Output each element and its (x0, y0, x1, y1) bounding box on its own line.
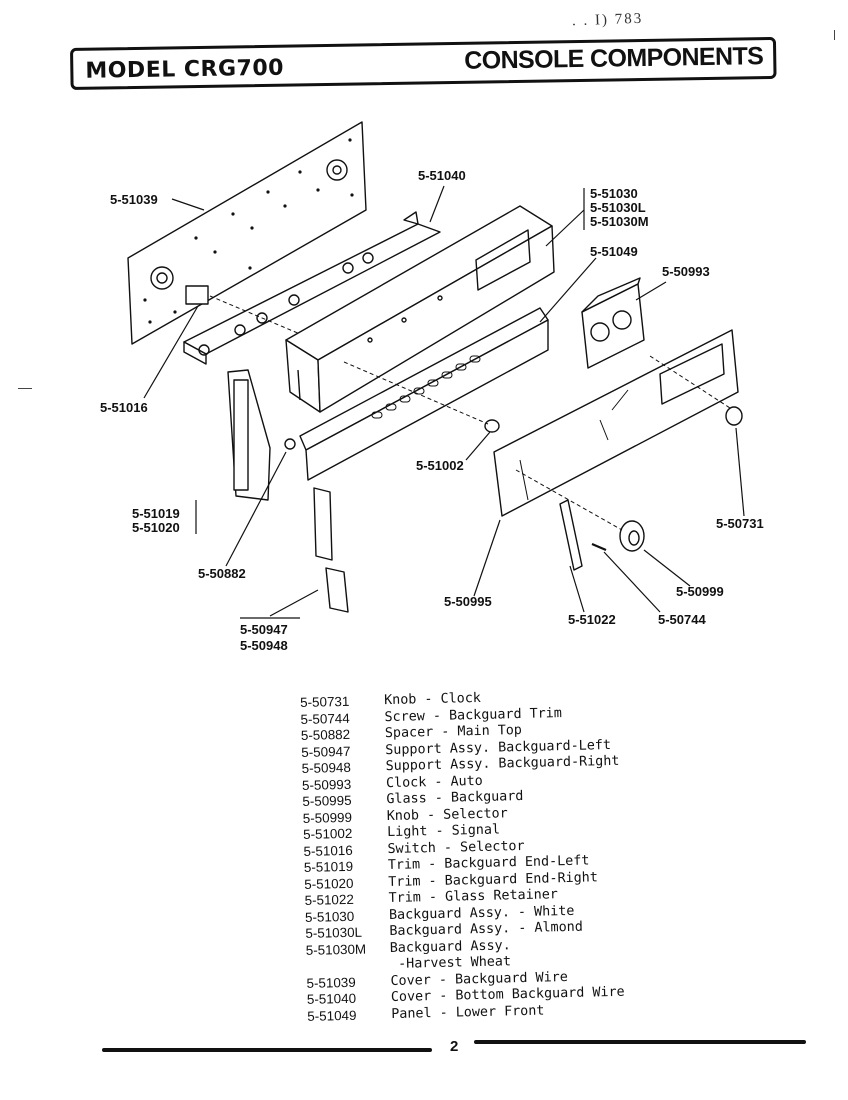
part-number: 5-50882 (300, 726, 351, 743)
part-number: 5-51016 (303, 842, 353, 859)
margin-mark (18, 388, 32, 389)
callout-5-51039: 5-51039 (110, 192, 158, 207)
callout-5-51040: 5-51040 (418, 168, 466, 183)
callout-5-50947: 5-50947 (240, 622, 288, 637)
part-number: 5-51030M (305, 941, 367, 958)
backguard-support-part (313, 487, 349, 613)
part-number: 5-51039 (306, 974, 356, 991)
footer-rule-right (474, 1040, 806, 1044)
assembly-dashed-lines (209, 295, 731, 531)
part-number-spacer (306, 957, 390, 975)
part-number: 5-50744 (300, 710, 350, 727)
part-number: 5-50995 (302, 792, 352, 809)
lower-front-panel-part (299, 307, 549, 481)
callout-5-50731: 5-50731 (716, 516, 764, 531)
exploded-parts-diagram: 5-51039 5-51040 5-51030 5-51030L 5-51030… (100, 121, 764, 653)
glass-retainer-trim-part (559, 499, 583, 571)
part-number: 5-51030L (305, 924, 363, 941)
callout-5-51002: 5-51002 (416, 458, 464, 473)
callout-5-50999: 5-50999 (676, 584, 724, 599)
callout-5-50744: 5-50744 (658, 612, 706, 627)
part-number: 5-50999 (302, 809, 353, 826)
part-number: 5-50948 (301, 759, 351, 776)
bottom-wire-cover-part (183, 211, 441, 365)
part-number: 5-51019 (303, 858, 354, 875)
part-number: 5-51022 (304, 891, 354, 908)
selector-switch-part (185, 285, 209, 305)
callout-5-50948: 5-50948 (240, 638, 288, 653)
auto-clock-part (581, 277, 645, 369)
callout-5-50993: 5-50993 (662, 264, 710, 279)
part-number: 5-50731 (300, 693, 350, 710)
part-number: 5-51040 (306, 990, 357, 1007)
backguard-end-trim-part (227, 369, 271, 501)
callout-5-51016: 5-51016 (100, 400, 148, 415)
part-number: 5-50947 (301, 743, 351, 760)
callout-5-50882: 5-50882 (198, 566, 246, 581)
selector-knob-part (619, 520, 645, 552)
callout-5-51030L: 5-51030L (590, 200, 646, 215)
main-top-spacer-part (284, 438, 296, 450)
part-number: 5-50993 (301, 776, 352, 793)
callout-5-51022: 5-51022 (568, 612, 616, 627)
backguard-assembly-part (285, 205, 555, 413)
callout-5-51049: 5-51049 (590, 244, 638, 259)
leader-lines (143, 185, 745, 619)
callout-5-50995: 5-50995 (444, 594, 492, 609)
callout-5-51030M: 5-51030M (590, 214, 649, 229)
callout-5-51030: 5-51030 (590, 186, 638, 201)
margin-mark (834, 30, 835, 40)
part-number: 5-51049 (307, 1007, 357, 1024)
page-number: 2 (450, 1038, 459, 1055)
footer-rule-left (102, 1048, 432, 1052)
clock-knob-part (725, 406, 743, 426)
backguard-glass-part (493, 329, 739, 517)
callout-5-51020: 5-51020 (132, 520, 180, 535)
signal-light-part (484, 419, 500, 433)
part-number: 5-51002 (302, 825, 353, 842)
trim-screw-part (591, 542, 607, 552)
part-number: 5-51030 (304, 908, 355, 925)
part-number: 5-51020 (304, 875, 354, 892)
callout-5-51019: 5-51019 (132, 506, 180, 521)
